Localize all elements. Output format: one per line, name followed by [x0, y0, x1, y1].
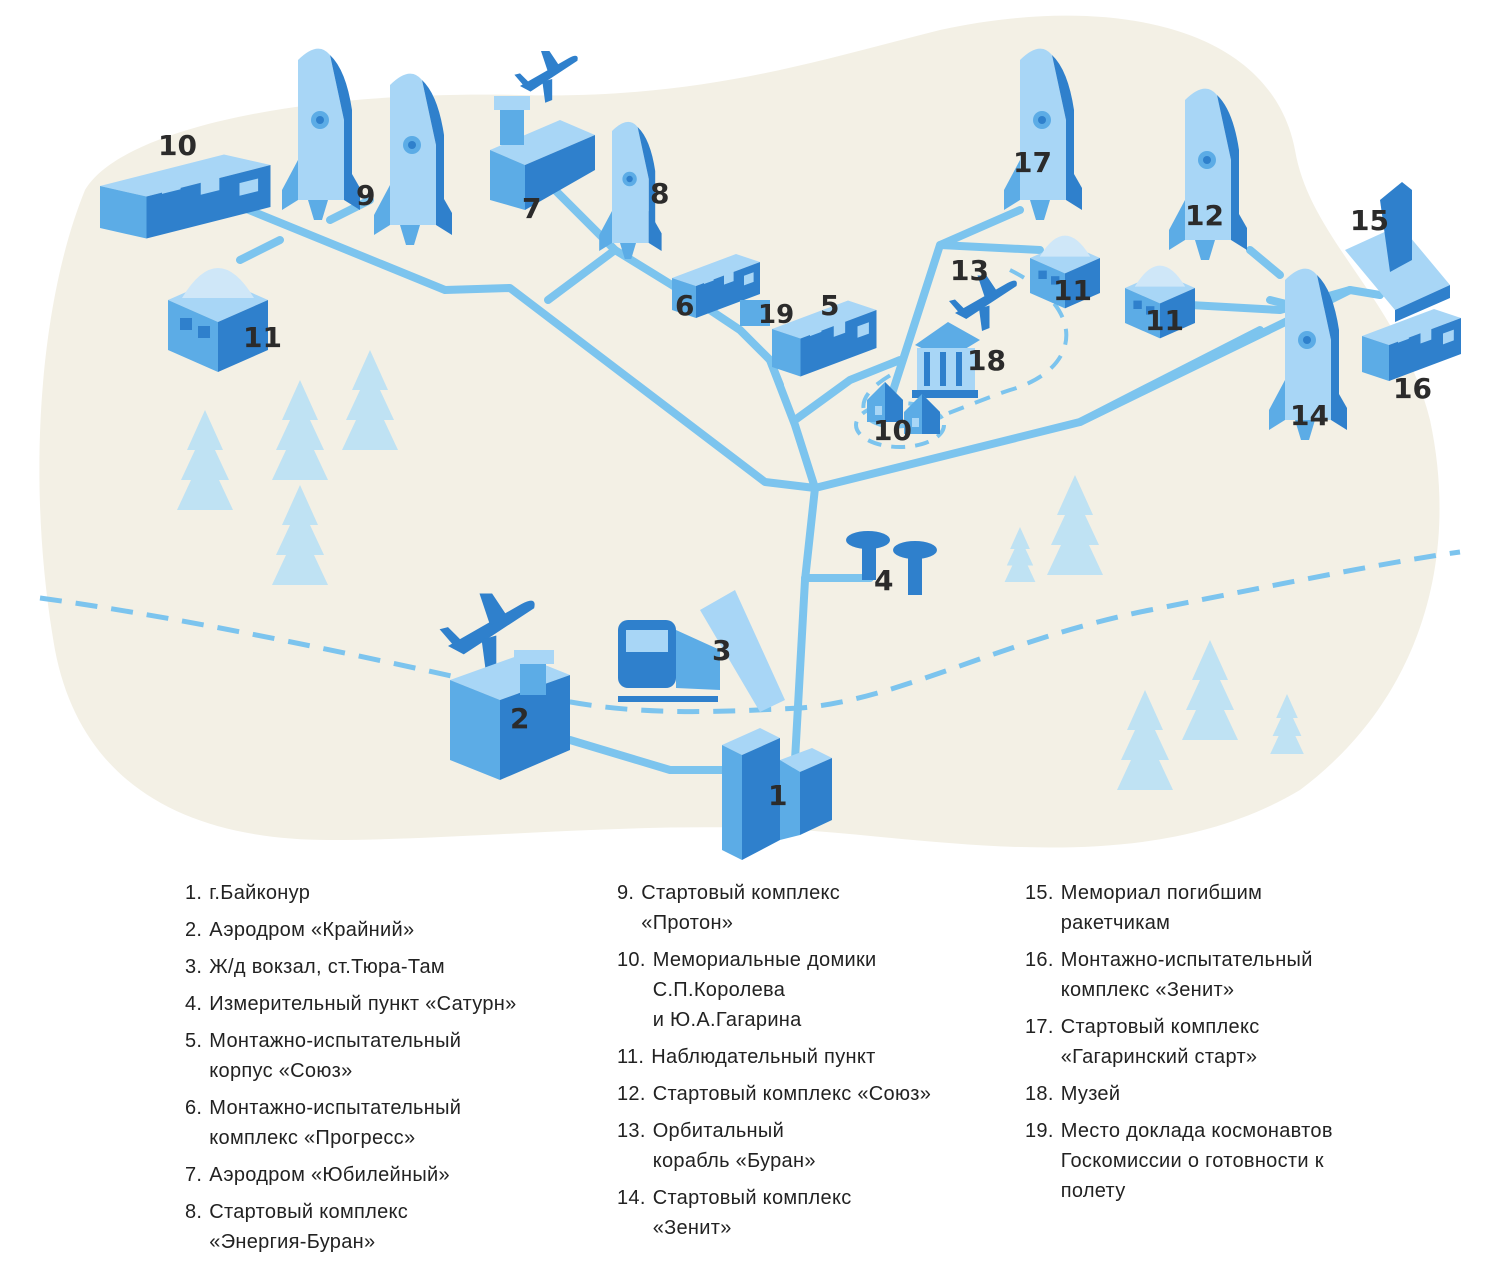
map-marker-11: 11	[1053, 274, 1092, 307]
building-icon	[490, 96, 595, 210]
baikonur-map: 1 2 3 4 5 6 7 8 9 10 10 11 11 11 12 13 1…	[39, 15, 1461, 860]
map-marker-10: 10	[158, 129, 197, 162]
map-marker-16: 16	[1393, 372, 1432, 405]
map-marker-6: 6	[675, 289, 694, 322]
legend-item: 1.г.Байконур	[185, 882, 311, 904]
legend-item: 18.Музей	[1025, 1083, 1121, 1105]
legend-column-2: 9.Стартовый комплекс«Протон» 10.Мемориал…	[617, 878, 931, 1250]
map-marker-3: 3	[712, 634, 731, 667]
dashed-loop	[861, 268, 1069, 429]
map-marker-2: 2	[510, 702, 529, 735]
map-marker-1: 1	[768, 779, 787, 812]
map-marker-5: 5	[820, 289, 839, 322]
train-icon	[618, 590, 785, 712]
map-marker-12: 12	[1185, 199, 1224, 232]
legend-item: 17.Стартовый комплекс«Гагаринский старт»	[1025, 1016, 1260, 1068]
legend-item: 7.Аэродром «Юбилейный»	[185, 1164, 450, 1186]
building-icon	[450, 650, 570, 780]
museum-icon	[912, 322, 980, 398]
airplane-icon	[514, 51, 578, 103]
map-marker-11: 11	[1145, 304, 1184, 337]
legend-item: 14.Стартовый комплекс«Зенит»	[617, 1187, 852, 1239]
map-marker-11: 11	[243, 321, 282, 354]
legend-item: 12.Стартовый комплекс «Союз»	[617, 1083, 932, 1105]
legend-item: 9.Стартовый комплекс«Протон»	[617, 882, 841, 934]
map-marker-19: 19	[758, 300, 794, 330]
map-marker-14: 14	[1290, 399, 1329, 432]
map-marker-10: 10	[873, 414, 912, 447]
map-marker-9: 9	[356, 179, 375, 212]
legend-column-1: 1.г.Байконур 2.Аэродром «Крайний» 3.Ж/д …	[185, 878, 517, 1264]
map-marker-17: 17	[1013, 146, 1052, 179]
legend-item: 8.Стартовый комплекс«Энергия-Буран»	[185, 1201, 409, 1253]
memorial-icon	[1345, 182, 1450, 322]
map-marker-4: 4	[874, 564, 893, 597]
legend-item: 2.Аэродром «Крайний»	[185, 919, 415, 941]
map-marker-7: 7	[522, 192, 541, 225]
legend-item: 3.Ж/д вокзал, ст.Тюра-Там	[185, 956, 445, 978]
legend-item: 4.Измерительный пункт «Сатурн»	[185, 993, 517, 1015]
city-building-icon	[722, 728, 832, 860]
legend-item: 11.Наблюдательный пункт	[617, 1046, 876, 1068]
map-marker-13: 13	[950, 254, 989, 287]
map-marker-8: 8	[650, 177, 669, 210]
map-marker-15: 15	[1350, 204, 1389, 237]
map-marker-18: 18	[967, 344, 1006, 377]
antenna-icon	[846, 531, 937, 595]
